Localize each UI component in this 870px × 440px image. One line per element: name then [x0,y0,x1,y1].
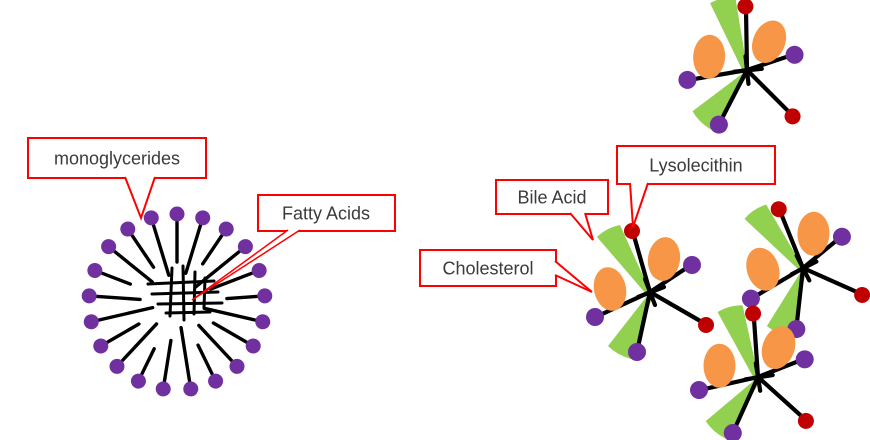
lipid-head-dot [130,373,146,389]
phospholipid-spoke [143,210,171,277]
phospholipid-spoke [201,221,234,266]
callout-label: monoglycerides [54,148,180,168]
callout-box [495,179,609,215]
micelle-shell [81,206,273,397]
lipid-head-dot [195,210,211,226]
mixed-micelle-top-right [667,0,826,153]
callout-box [616,145,776,185]
lipid-tail [120,322,159,363]
callout-bile-acid: Bile Acid [495,179,609,241]
fatty-acid-line [192,270,197,316]
lipid-head-dot [255,314,271,330]
lipid-tail [208,271,254,291]
lipid-tail [225,294,259,301]
callout-label: Cholesterol [442,258,533,278]
lipid-head-dot [245,338,261,354]
lipid-head-dot [251,262,267,278]
callout-label: Bile Acid [517,187,586,207]
phospholipid-spoke [211,321,261,354]
callout-label: Fatty Acids [282,203,370,223]
phospholipid-spoke [169,206,185,264]
lipid-tail [202,306,257,322]
fatty-acids-core [146,264,224,322]
lipid-tail [211,321,248,344]
lipid-head-dot [101,239,117,255]
phospholipid-spoke [202,306,271,330]
lipid-tail [95,294,142,302]
lipid-head-dot [257,288,273,304]
lipid-head-dot [169,206,185,222]
callout-pointer [554,260,593,293]
phospholipid-spoke [197,323,245,374]
lipid-head-dot [87,262,103,278]
fatty-acid-line [146,279,216,286]
lipid-head-dot [93,338,109,354]
callout-label: Lysolecithin [649,155,742,175]
lipid-head-dot [143,210,159,226]
phospholipid-spoke [81,288,142,304]
phospholipid-spoke [83,305,155,330]
callout-box [419,249,557,287]
lipid-head-dot [83,314,99,330]
callout-pointer [629,182,649,228]
fatty-acid-line [164,310,212,315]
fatty-acid-line [202,276,207,310]
phospholipid-spoke [120,221,156,269]
phospholipid-spoke [87,262,133,286]
callout-box [27,137,207,179]
lipid-tail [106,322,141,344]
callout-pointer [191,229,301,301]
lipid-tail [197,323,234,363]
lipid-tail [162,338,173,383]
lipid-tail [179,325,192,383]
lipid-head-dot [237,239,253,255]
callout-fatty-acids: Fatty Acids [191,194,396,301]
fatty-acid-line [168,266,174,318]
lipid-head-dot [120,221,136,237]
phospholipid-spoke [179,325,199,397]
lipid-head-dot [183,381,199,397]
lipid-tail [196,343,214,376]
lipid-head-dot [208,373,224,389]
lipid-head-dot [155,381,171,397]
lipid-head-dot [218,221,234,237]
phospholipid-spoke [225,288,273,304]
lipid-tail [140,347,156,376]
phospholipid-spoke [130,347,156,389]
callout-pointer [569,212,594,241]
micelle [81,206,273,397]
phospholipid-spoke [109,322,159,374]
phospholipid-spoke [93,322,141,354]
callout-box [257,194,396,232]
phospholipid-spoke [184,210,211,276]
fatty-acid-line [181,264,186,322]
lipid-tail [201,233,224,266]
phospholipid-spoke [155,338,173,397]
phospholipid-spoke [208,262,267,291]
callout-pointer [124,176,156,221]
phospholipid-spoke [101,239,154,284]
lipid-tail [130,233,156,269]
lipid-tail [97,305,155,322]
lipid-head-dot [109,358,125,374]
callout-lysolecithin: Lysolecithin [616,145,776,228]
lipid-tail [184,223,203,276]
phospholipid-spoke [196,343,224,389]
fatty-acid-line [156,301,224,306]
lipid-head-dot [229,358,245,374]
lipid-head-dot [81,288,97,304]
callout-monoglycerides: monoglycerides [27,137,207,221]
lipid-tail [113,249,154,284]
mixed-micelle-center [586,223,714,361]
lipid-tail [151,223,171,277]
callout-cholesterol: Cholesterol [419,249,593,293]
lipid-tail [100,271,133,286]
